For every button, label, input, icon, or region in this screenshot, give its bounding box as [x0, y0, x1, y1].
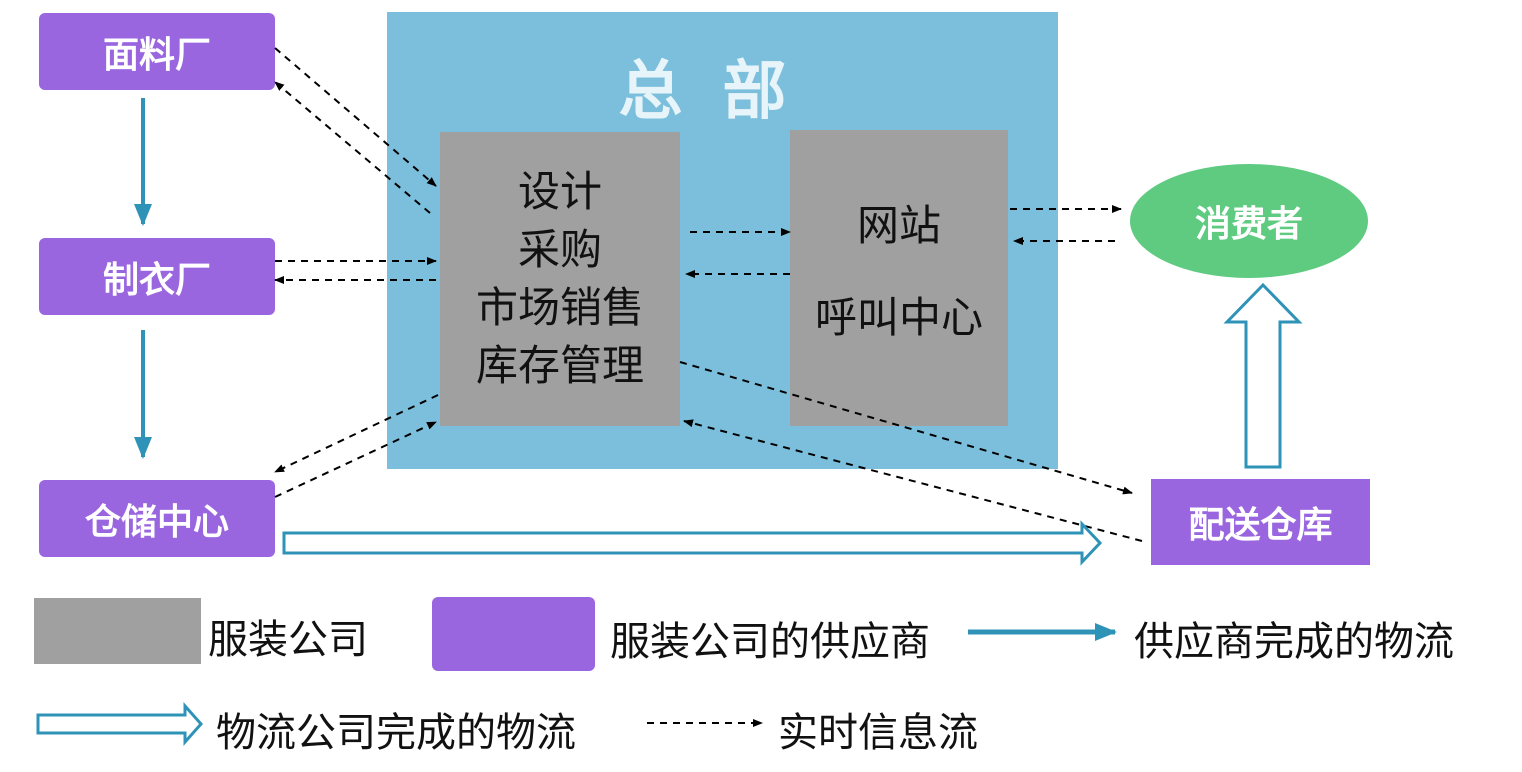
storage-center-box: 仓储中心: [39, 480, 275, 557]
consumer-ellipse: 消费者: [1130, 164, 1368, 278]
info-warehouse-to-hq: [683, 419, 1143, 542]
arrow-warehouse-to-consumer: [1223, 282, 1303, 469]
website-label: 网站: [856, 201, 941, 250]
legend-logistics-company-arrow: [36, 702, 204, 746]
arrow-storage-to-warehouse: [282, 520, 1103, 566]
info-storage-to-hq: [274, 421, 437, 498]
garment-factory-box: 制衣厂: [39, 238, 275, 315]
function-design: 设计: [517, 167, 602, 216]
legend-realtime-info-label: 实时信息流: [778, 710, 978, 756]
info-fabric-to-hq: [274, 47, 437, 187]
info-hq-to-warehouse: [679, 361, 1133, 495]
legend-suppliers-label: 服装公司的供应商: [610, 619, 930, 665]
company-functions-box: 设计 采购 市场销售 库存管理: [440, 132, 680, 426]
legend-logistics-company-label: 物流公司完成的物流: [216, 710, 576, 756]
legend-company-label: 服装公司: [208, 617, 368, 663]
info-hq-to-fabric: [274, 81, 431, 214]
legend-company-swatch: [34, 598, 201, 664]
function-marketing-sales: 市场销售: [475, 283, 644, 332]
function-procurement: 采购: [517, 225, 602, 274]
function-inventory-management: 库存管理: [475, 341, 644, 390]
info-hq-to-storage: [274, 394, 439, 473]
fabric-factory-box: 面料厂: [39, 13, 275, 90]
call-center-label: 呼叫中心: [814, 293, 983, 342]
headquarters-title: 总部: [618, 55, 827, 129]
legend-supplier-logistics-label: 供应商完成的物流: [1134, 619, 1454, 665]
website-callcenter-box: 网站 呼叫中心: [790, 130, 1008, 426]
distribution-warehouse-box: 配送仓库: [1151, 479, 1370, 565]
legend-suppliers-swatch: [432, 597, 595, 671]
